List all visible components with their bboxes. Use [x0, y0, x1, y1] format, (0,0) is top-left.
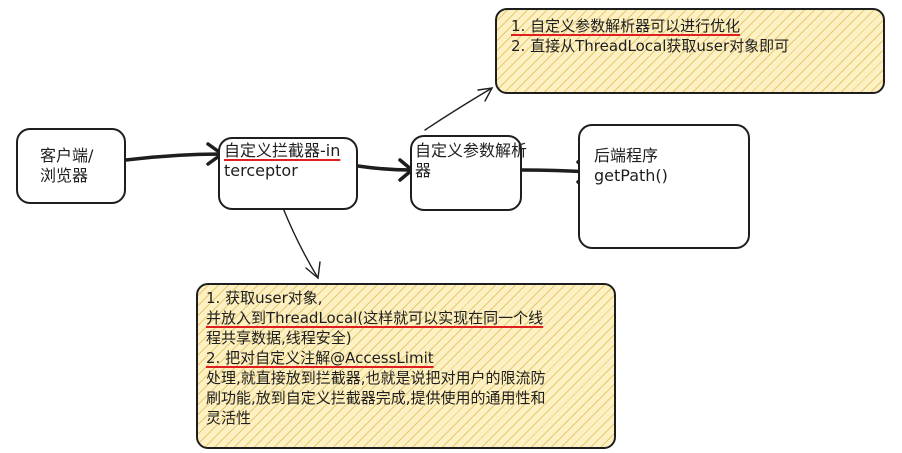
- backend-node: 后端程序 getPath(): [578, 124, 750, 249]
- bottom-note-line4: 2. 把对自定义注解@AccessLimit: [206, 349, 434, 367]
- backend-node-line1: 后端程序: [594, 146, 659, 165]
- client-node-line1: 客户端/: [40, 146, 94, 165]
- bottom-note-line6: 刷功能,放到自定义拦截器完成,提供使用的通用性和: [206, 389, 546, 407]
- bottom-note-line3: 程共享数据,线程安全): [206, 329, 352, 347]
- bottom-note: 1. 获取user对象, 并放入到ThreadLocal(这样就可以实现在同一个…: [196, 283, 616, 449]
- top-note-line2: 2. 直接从ThreadLocal获取user对象即可: [511, 37, 790, 55]
- resolver-node-line1: 自定义参数解析: [415, 141, 528, 160]
- client-node-line2: 浏览器: [40, 166, 89, 185]
- interceptor-node: 自定义拦截器-in terceptor: [218, 137, 358, 210]
- arrow-interceptor-to-resolver: [356, 164, 414, 172]
- client-node: 客户端/ 浏览器: [16, 128, 126, 204]
- bottom-note-line2: 并放入到ThreadLocal(这样就可以实现在同一个线: [206, 309, 544, 327]
- arrow-interceptor-to-bottom-note: [282, 207, 319, 279]
- arrow-resolver-to-top-note: [424, 87, 493, 131]
- top-note-line1: 1. 自定义参数解析器可以进行优化: [511, 17, 741, 35]
- arrow-interceptor-to-bottom-note-head: [305, 261, 321, 280]
- resolver-node-line2: 器: [415, 161, 432, 180]
- bottom-note-line5: 处理,就直接放到拦截器,也就是说把对用户的限流防: [206, 369, 546, 387]
- bottom-note-line7: 灵活性: [206, 409, 252, 427]
- backend-node-line2: getPath(): [594, 166, 668, 185]
- top-note: 1. 自定义参数解析器可以进行优化 2. 直接从ThreadLocal获取use…: [495, 8, 885, 94]
- arrow-resolver-to-top-note-head: [477, 87, 494, 102]
- arrow-client-to-interceptor: [124, 152, 224, 162]
- resolver-node: 自定义参数解析 器: [410, 135, 528, 211]
- interceptor-node-line1: 自定义拦截器-in: [224, 141, 341, 160]
- bottom-note-line1: 1. 获取user对象,: [206, 289, 323, 307]
- interceptor-node-line2: terceptor: [224, 161, 298, 180]
